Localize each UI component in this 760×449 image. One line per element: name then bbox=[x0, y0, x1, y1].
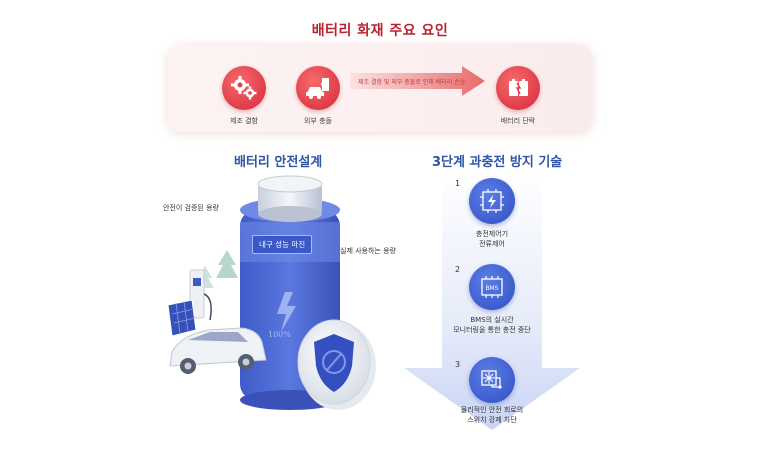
step-3-number: 3 bbox=[455, 360, 461, 369]
factor-arrow-text: 제조 결함 및 외부 충돌로 인해 배터리 손상 bbox=[358, 79, 466, 86]
right-section-title: 3단계 과충전 방지 기술 bbox=[432, 155, 563, 170]
circuit-switch-icon bbox=[469, 357, 515, 403]
step-3-line2: 스위치 강제 차단 bbox=[467, 416, 517, 424]
step-1-line2: 전류제어 bbox=[479, 240, 505, 248]
step-3-line1: 물리적인 안전 회로의 bbox=[460, 406, 524, 414]
factor-short-circuit: 배터리 단락 bbox=[478, 66, 558, 126]
fire-factors-panel: 제조 결함 외부 충돌 배터리 단락 bbox=[168, 44, 592, 132]
step-2-number: 2 bbox=[455, 265, 461, 274]
step-1-label: 충전제어기 전류제어 bbox=[432, 229, 552, 249]
top-title: 배터리 화재 주요 요인 bbox=[311, 23, 449, 39]
verified-capacity-label: 안전이 검증된 용량 bbox=[163, 204, 219, 212]
factor-external-label: 외부 충돌 bbox=[304, 117, 332, 125]
step-1-number: 1 bbox=[455, 179, 461, 188]
step-3-label: 물리적인 안전 회로의 스위치 강제 차단 bbox=[422, 405, 562, 425]
factor-external: 외부 충돌 bbox=[278, 66, 358, 126]
factor-manufacturing-label: 제조 결함 bbox=[230, 117, 258, 125]
factor-short-circuit-label: 배터리 단락 bbox=[500, 117, 536, 125]
left-section-title: 배터리 안전설계 bbox=[234, 155, 323, 170]
car-crash-icon bbox=[296, 66, 340, 110]
factor-manufacturing: 제조 결함 bbox=[204, 66, 284, 126]
durability-margin-badge: 내구 성능 마진 bbox=[252, 235, 313, 254]
step-2-line2: 모니터링을 통한 충전 중단 bbox=[453, 326, 531, 334]
step-2-label: BMS의 실시간 모니터링을 통한 충전 중단 bbox=[422, 315, 562, 335]
step-2-line1: BMS의 실시간 bbox=[470, 316, 514, 324]
gears-icon bbox=[222, 66, 266, 110]
bms-chip-icon: BMS bbox=[469, 264, 515, 310]
step-1-line1: 충전제어기 bbox=[475, 230, 509, 238]
actual-capacity-label: 실제 사용하는 용량 bbox=[340, 247, 396, 255]
charge-controller-icon bbox=[469, 178, 515, 224]
factor-arrow: 제조 결함 및 외부 충돌로 인해 배터리 손상 bbox=[350, 66, 485, 96]
battery-short-icon bbox=[496, 66, 540, 110]
charge-percent: 100% bbox=[268, 330, 291, 339]
battery-illustration bbox=[167, 175, 376, 410]
bms-chip-text: BMS bbox=[485, 285, 498, 292]
